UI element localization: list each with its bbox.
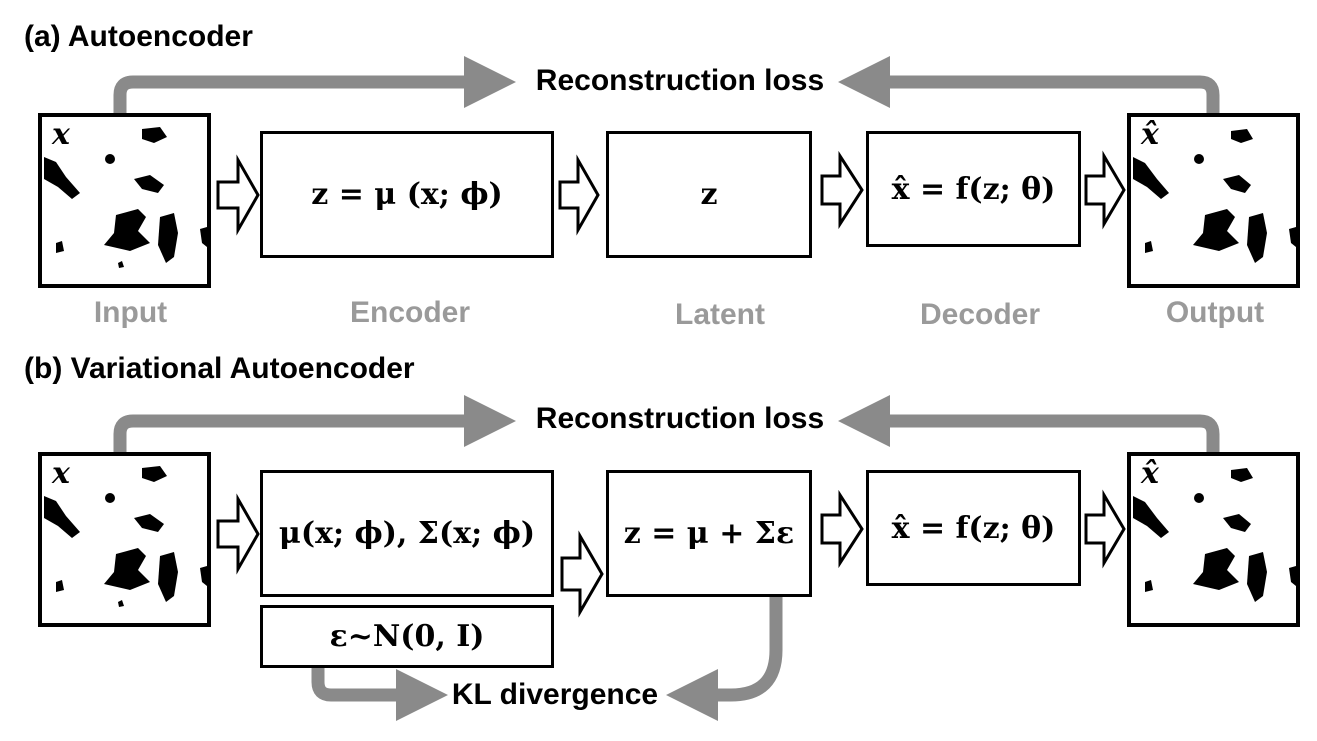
kl-divergence-label: KL divergence [451, 678, 659, 711]
panel-b-decoder-box: x̂ = f(z; θ) [866, 470, 1081, 586]
panel-a-output-image: x̂ [1127, 113, 1300, 288]
panel-a-input-symbol: x [52, 117, 70, 152]
panel-a-input-image: x [38, 113, 211, 288]
panel-b-loss-arrow-left [113, 395, 516, 452]
panel-b-output-microstructure [1133, 468, 1296, 602]
panel-a-flow-arrow-2 [558, 154, 600, 236]
panel-b-input-image: x [38, 452, 211, 627]
panel-b-output-symbol: x̂ [1141, 456, 1159, 491]
panel-a-encoder-box: z = μ (x; ϕ) [260, 131, 554, 258]
panel-a-latent-box: z [606, 131, 812, 258]
panel-b-input-microstructure [44, 466, 207, 607]
panel-b-latent-box: z = μ + Σε [606, 470, 812, 597]
caption-encoder: Encoder [349, 296, 471, 329]
caption-decoder: Decoder [919, 298, 1041, 331]
panel-b-input-symbol: x [52, 456, 70, 491]
panel-a-flow-arrow-1 [216, 154, 260, 236]
caption-latent: Latent [675, 298, 765, 331]
panel-a-decoder-box: x̂ = f(z; θ) [866, 131, 1081, 247]
panel-a-flow-arrow-3 [820, 150, 864, 230]
kl-arrow-from-latent [666, 597, 783, 721]
panel-a-reconstruction-loss-label: Reconstruction loss [535, 64, 825, 97]
panel-a-title: (a) Autoencoder [24, 20, 253, 53]
panel-a-loss-arrow-left [113, 56, 516, 113]
panel-b-flow-arrow-2 [560, 530, 604, 618]
panel-b-encoder-box: μ(x; ϕ), Σ(x; ϕ) [260, 470, 554, 597]
panel-a-output-symbol: x̂ [1141, 117, 1159, 152]
panel-b-reconstruction-loss-label: Reconstruction loss [535, 402, 825, 435]
panel-a-output-microstructure [1133, 129, 1296, 263]
panel-b-noise-box: ε~N(0, I) [260, 605, 554, 668]
kl-arrow-from-noise [311, 668, 448, 721]
panel-a-flow-arrow-4 [1084, 150, 1126, 230]
panel-b-flow-arrow-3 [820, 489, 864, 569]
panel-b-title: (b) Variational Autoencoder [24, 352, 415, 385]
panel-b-loss-arrow-right [838, 395, 1220, 452]
caption-input: Input [93, 296, 168, 329]
panel-a-loss-arrow-right [838, 56, 1220, 113]
panel-b-flow-arrow-1 [216, 493, 260, 575]
caption-output: Output [1165, 296, 1265, 329]
panel-b-output-image: x̂ [1127, 452, 1300, 627]
panel-b-flow-arrow-4 [1084, 489, 1126, 569]
panel-a-input-microstructure [44, 127, 207, 268]
